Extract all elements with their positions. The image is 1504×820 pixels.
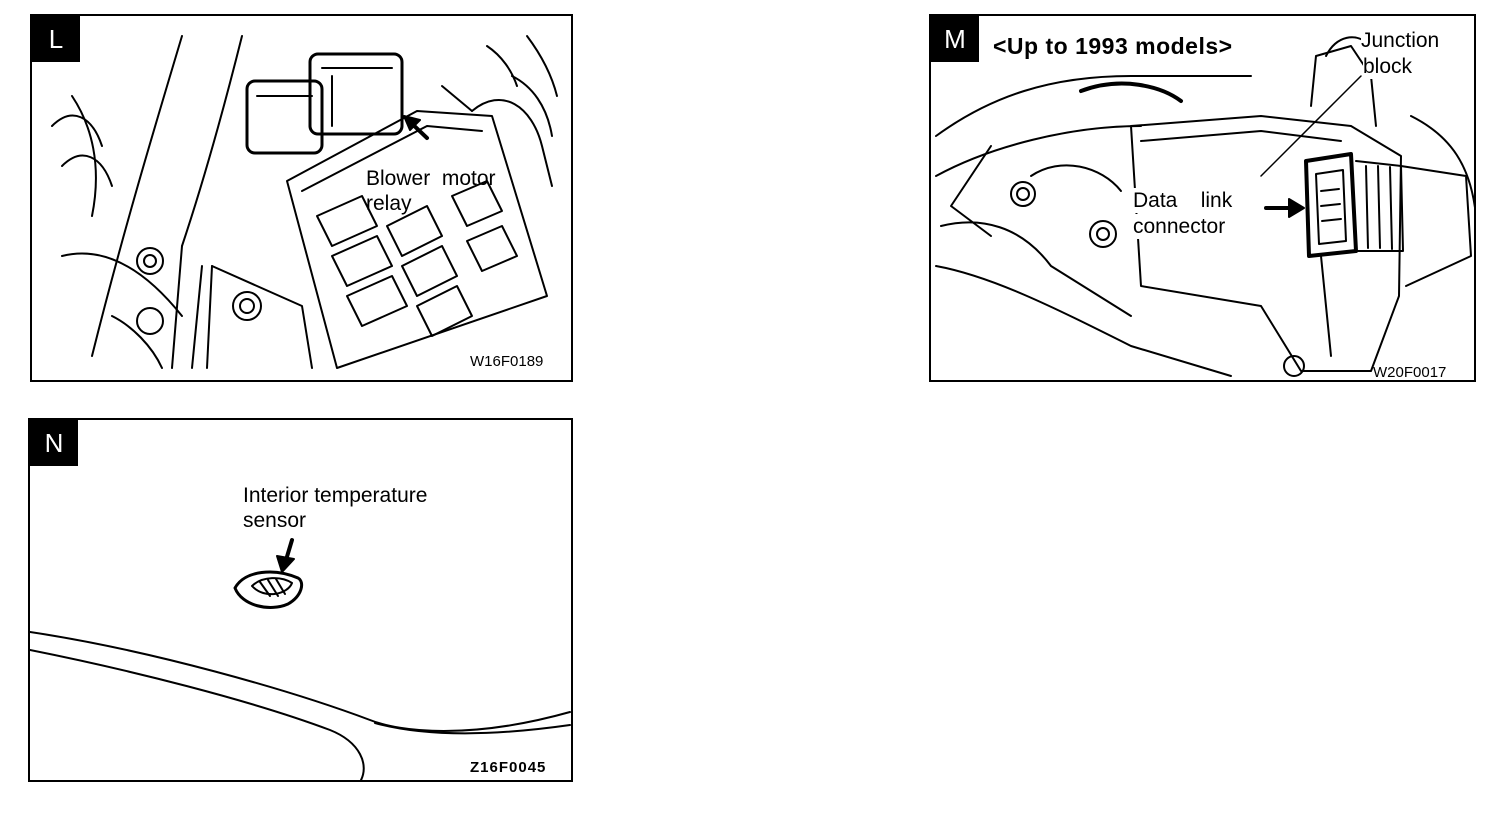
model-range-headline: <Up to 1993 models> <box>993 33 1233 59</box>
relay-label: relay <box>366 192 412 215</box>
connector-label: connector <box>1133 214 1226 239</box>
interior-temperature-label: Interior temperature <box>243 484 428 507</box>
sensor-illustration <box>30 538 571 780</box>
data-link-label: Data link <box>1133 188 1233 213</box>
junction-block-illustration <box>935 36 1474 377</box>
panel-badge-l: L <box>32 16 80 62</box>
figure-code-m: W20F0017 <box>1373 364 1447 381</box>
panel-interior-temperature-sensor: N Interior temperature sensor Z16F0045 <box>28 418 573 782</box>
sensor-label: sensor <box>243 509 307 532</box>
blower-relay-illustration <box>51 35 558 369</box>
panel-badge-m: M <box>931 16 979 62</box>
panel-badge-n: N <box>30 420 78 466</box>
panel-data-link-connector: M <Up to 1993 models> Junction block Dat… <box>929 14 1476 382</box>
figure-code-n: Z16F0045 <box>470 759 547 776</box>
junction-label: Junction <box>1361 28 1440 53</box>
figure-code-l: W16F0189 <box>470 353 544 370</box>
block-label: block <box>1363 54 1413 79</box>
panel-blower-motor-relay: L Blower motor relay W16F0189 <box>30 14 573 382</box>
blower-motor-label: Blower motor <box>366 167 496 190</box>
